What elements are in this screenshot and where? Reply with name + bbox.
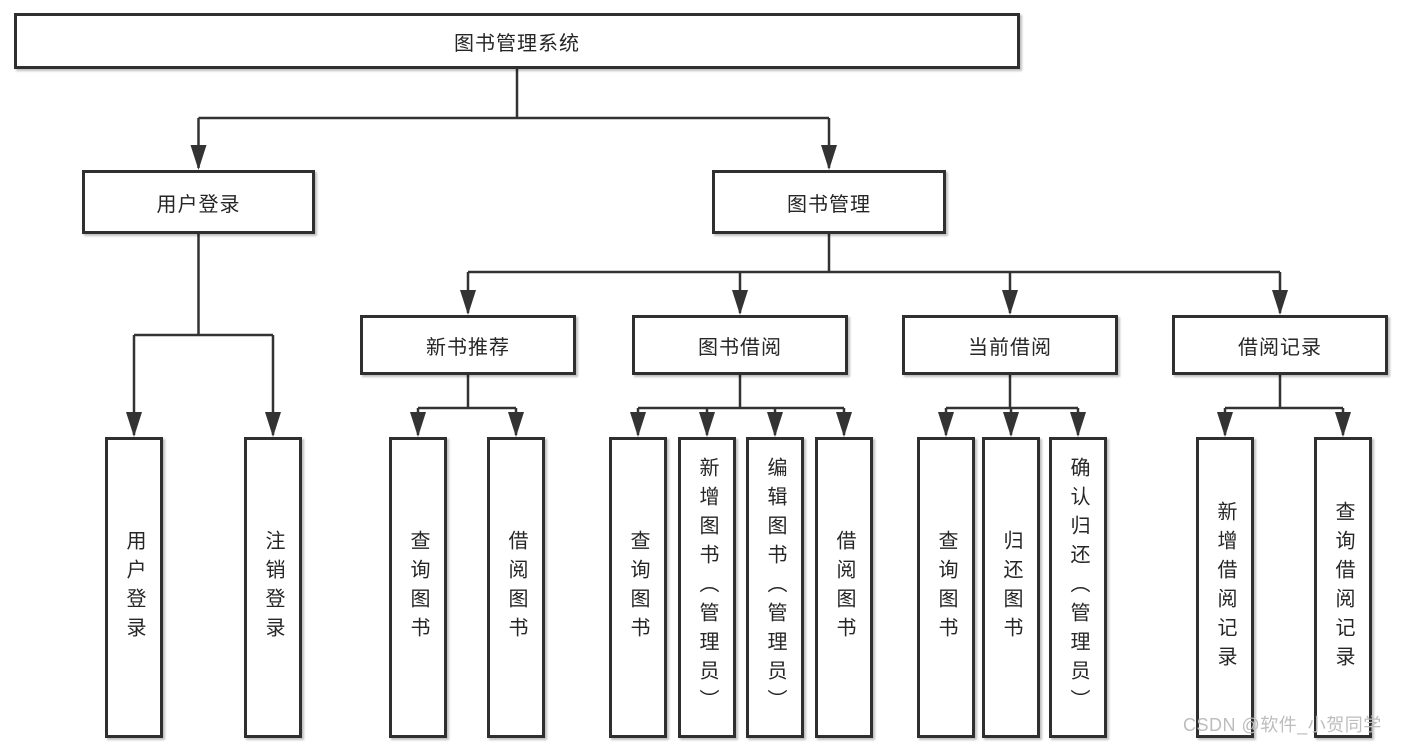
leaf-user-login: 用户登录 [105, 437, 163, 738]
node-current-borrow: 当前借阅 [902, 315, 1118, 375]
arrowhead [699, 412, 715, 437]
arrowhead [767, 412, 783, 437]
arrowhead [265, 412, 281, 437]
leaf-label: 新增图书（管理员） [696, 457, 718, 718]
arrowhead [821, 145, 837, 170]
leaf-label: 归还图书 [1000, 529, 1022, 646]
leaf-label: 确认归还（管理员） [1067, 457, 1089, 718]
arrowhead [190, 145, 207, 170]
leaf-label: 查询图书 [627, 529, 649, 646]
leaf-add-borrow-record: 新增借阅记录 [1196, 437, 1254, 738]
leaf-add-book-admin: 新增图书（管理员） [678, 437, 736, 738]
leaf-edit-book-admin: 编辑图书（管理员） [746, 437, 804, 738]
leaf-label: 查询图书 [407, 529, 429, 646]
node-library-management-system: 图书管理系统 [14, 13, 1020, 69]
arrowhead [1002, 290, 1018, 315]
leaf-query-books-current: 查询图书 [917, 437, 975, 738]
arrowhead [508, 412, 524, 437]
arrowhead [1070, 412, 1086, 437]
csdn-watermark: CSDN @软件_小贺同学 [1183, 715, 1382, 735]
arrowhead [460, 290, 476, 315]
arrowhead [732, 290, 748, 315]
arrowhead [938, 412, 954, 437]
leaf-label: 注销登录 [262, 529, 284, 646]
node-user-login: 用户登录 [82, 170, 315, 234]
leaf-borrow-books: 借阅图书 [815, 437, 873, 738]
leaf-query-books-recommend: 查询图书 [389, 437, 447, 738]
arrowhead [410, 412, 426, 437]
arrowhead [1217, 412, 1233, 437]
leaf-query-borrow-record: 查询借阅记录 [1314, 437, 1372, 738]
leaf-label: 查询借阅记录 [1332, 500, 1354, 675]
leaf-logout: 注销登录 [244, 437, 302, 738]
leaf-label: 借阅图书 [505, 529, 527, 646]
arrowhead [1335, 412, 1351, 437]
arrowhead [1272, 290, 1288, 315]
arrowhead [1003, 412, 1019, 437]
node-borrow-records: 借阅记录 [1172, 315, 1388, 375]
arrowhead [836, 412, 852, 437]
arrowheads [126, 145, 1351, 437]
arrowhead [630, 412, 646, 437]
node-book-borrow: 图书借阅 [632, 315, 848, 375]
leaf-borrow-books-recommend: 借阅图书 [487, 437, 545, 738]
leaf-label: 新增借阅记录 [1214, 500, 1236, 675]
leaf-label: 借阅图书 [833, 529, 855, 646]
leaf-query-books-borrow: 查询图书 [609, 437, 667, 738]
connector-stems [132, 69, 1345, 435]
node-book-management: 图书管理 [712, 170, 946, 234]
leaf-label: 编辑图书（管理员） [764, 457, 786, 718]
leaf-label: 用户登录 [123, 529, 145, 646]
arrowhead [126, 412, 142, 437]
leaf-label: 查询图书 [935, 529, 957, 646]
node-new-book-recommend: 新书推荐 [360, 315, 576, 375]
leaf-confirm-return-admin: 确认归还（管理员） [1049, 437, 1107, 738]
leaf-return-books: 归还图书 [982, 437, 1040, 738]
